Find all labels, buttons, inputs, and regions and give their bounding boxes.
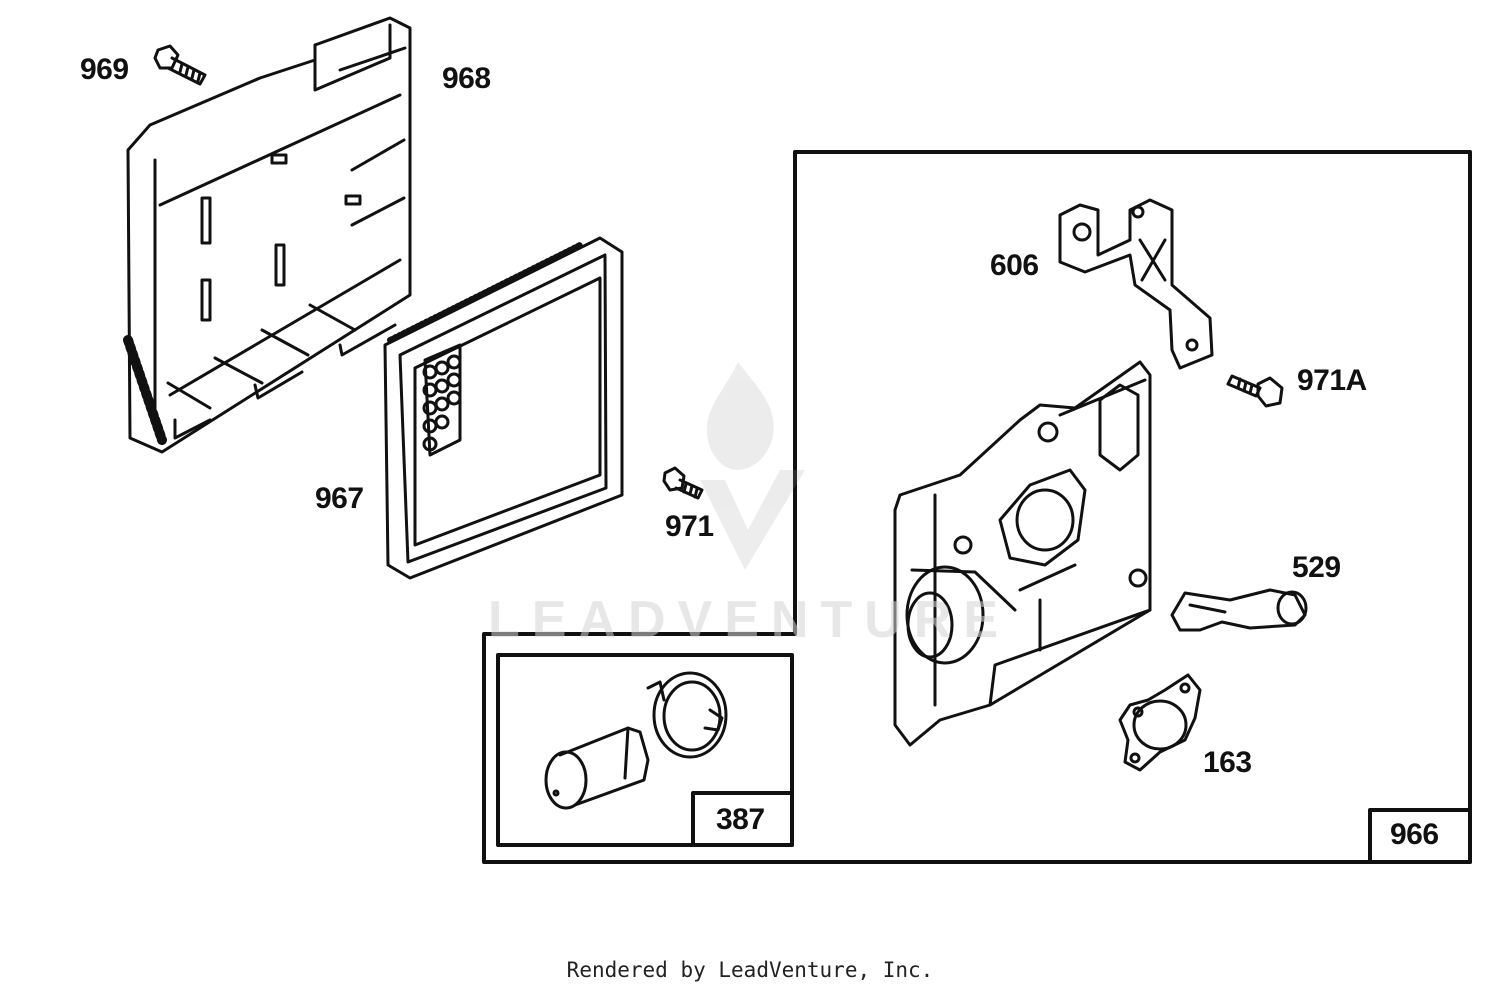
air-cleaner-base-part [893,360,1152,747]
part-label-971[interactable]: 971 [665,510,714,543]
bracket-606-part [1058,198,1214,370]
footer-credit: Rendered by LeadVenture, Inc. [566,958,934,982]
air-filter-967-part [383,236,624,580]
group-box-966 [482,150,1472,864]
screw-971-part [662,466,704,500]
bolt-971a-part [1226,374,1284,408]
part-label-387[interactable]: 387 [716,803,765,836]
gasket-163-part [1118,673,1202,772]
part-label-606[interactable]: 606 [990,249,1039,282]
part-label-163[interactable]: 163 [1203,746,1252,779]
part-label-969[interactable]: 969 [80,53,129,86]
air-cleaner-cover-part [123,16,412,454]
part-label-968[interactable]: 968 [442,62,491,95]
label-box-387 [691,791,794,847]
watermark-text: LEADVENTURE [488,591,1011,649]
element-387-part [544,671,728,810]
label-box-966 [1368,808,1472,864]
part-label-967[interactable]: 967 [315,482,364,515]
part-label-971a[interactable]: 971A [1297,364,1367,397]
part-label-529[interactable]: 529 [1292,551,1341,584]
bolt-969-part [153,44,207,86]
elbow-tube-529-part [1170,588,1308,632]
group-box-387 [496,653,794,847]
watermark-logo [700,362,805,570]
part-label-966[interactable]: 966 [1390,818,1439,851]
